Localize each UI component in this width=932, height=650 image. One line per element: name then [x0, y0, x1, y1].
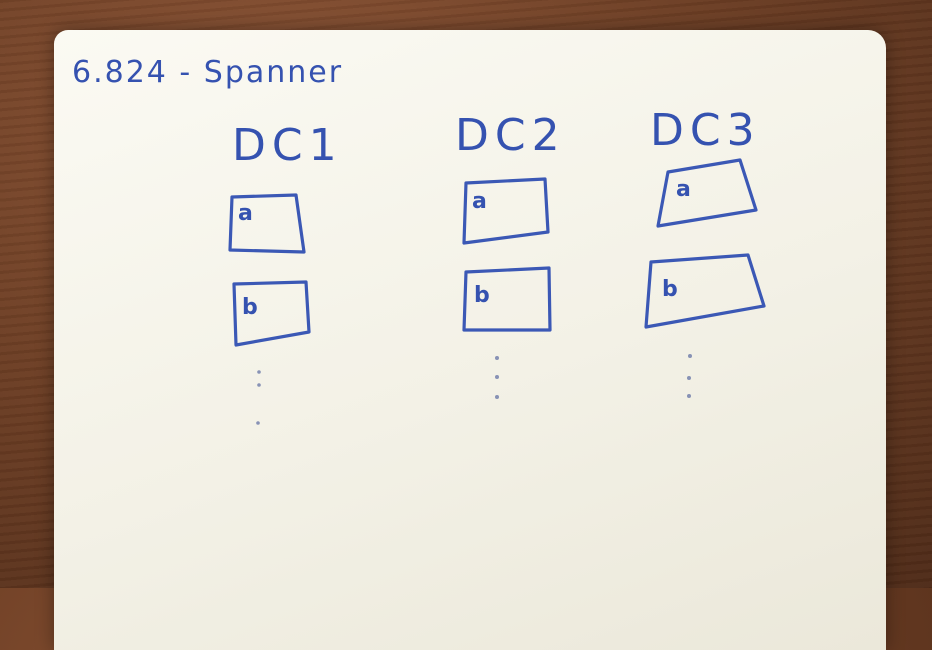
- dc3-shard-a-label: a: [676, 177, 691, 202]
- column-header-dc2: DC2: [455, 110, 566, 161]
- dc2-shard-a-box: [462, 177, 550, 245]
- dc2-shard-a-label: a: [472, 189, 487, 214]
- dc2-ellipsis-icon: [495, 356, 499, 399]
- dc3-shard-b-label: b: [662, 277, 678, 302]
- dc3-shard-b-box: [644, 253, 766, 329]
- dc1-shard-b-box: [232, 280, 311, 347]
- dc1-ellipsis-icon: [256, 370, 261, 425]
- dc3-ellipsis-icon: [687, 354, 692, 398]
- column-header-dc3: DC3: [650, 105, 761, 156]
- board-title: 6.824 - Spanner: [72, 55, 343, 90]
- dc2-shard-b-label: b: [474, 283, 490, 308]
- column-header-dc1: DC1: [232, 120, 343, 171]
- dc2-shard-b-box: [462, 266, 552, 332]
- dc3-shard-a-box: [656, 158, 758, 228]
- handwriting-layer: 6.824 - Spanner DC1 DC2 DC3 a b a b a b: [72, 55, 766, 425]
- dc1-shard-b-label: b: [242, 295, 258, 320]
- dc1-shard-a-box: [228, 193, 306, 254]
- whiteboard-paper: [54, 30, 886, 650]
- dc1-shard-a-label: a: [238, 201, 253, 226]
